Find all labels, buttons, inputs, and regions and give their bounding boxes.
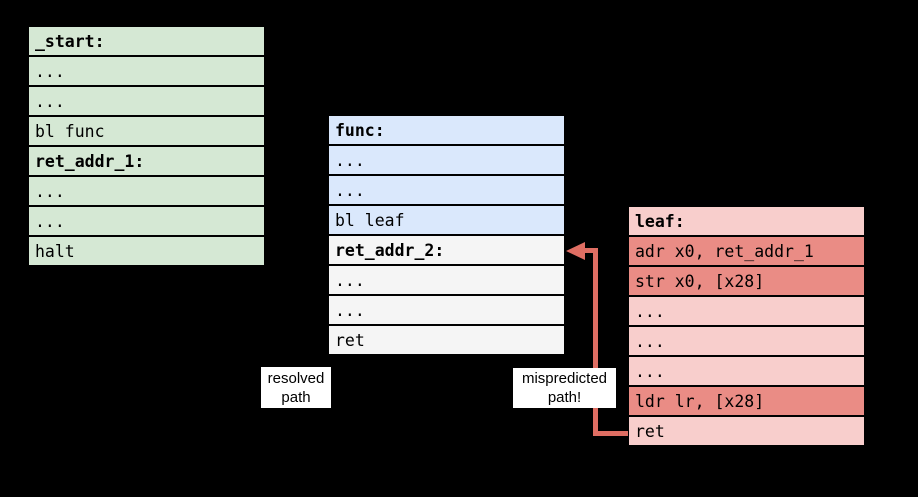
resolved-path-label-line2: path <box>281 388 311 406</box>
arrow-head-icon <box>566 242 585 260</box>
code-row: ... <box>328 265 565 295</box>
mispredicted-path-label-line1: mispredicted <box>521 370 608 387</box>
code-row: ... <box>28 86 265 116</box>
mispredicted-path-label-line2: path! <box>547 389 582 406</box>
code-row: bl func <box>28 116 265 146</box>
code-row: leaf: <box>628 206 865 236</box>
code-row: ret <box>628 416 865 446</box>
resolved-path-label-line1: resolved <box>267 369 325 387</box>
arrow-shaft-bottom <box>593 431 628 436</box>
code-row: ldr lr, [x28] <box>628 386 865 416</box>
code-row: ret <box>328 325 565 355</box>
code-row: str x0, [x28] <box>628 266 865 296</box>
arrow-shaft-top <box>583 248 598 253</box>
resolved-path-label: resolved path <box>261 367 331 408</box>
code-row: _start: <box>28 26 265 56</box>
code-row: ret_addr_1: <box>28 146 265 176</box>
code-row: ret_addr_2: <box>328 235 565 265</box>
code-row: adr x0, ret_addr_1 <box>628 236 865 266</box>
code-row: halt <box>28 236 265 266</box>
mispredicted-path-label: mispredicted path! <box>513 368 616 408</box>
arrow-shaft-vertical <box>593 248 598 436</box>
code-row: bl leaf <box>328 205 565 235</box>
code-row: func: <box>328 115 565 145</box>
code-row: ... <box>328 145 565 175</box>
code-row: ... <box>628 326 865 356</box>
code-row: ... <box>28 56 265 86</box>
code-row: ... <box>28 206 265 236</box>
code-row: ... <box>628 296 865 326</box>
code-row: ... <box>328 295 565 325</box>
code-row: ... <box>628 356 865 386</box>
code-row: ... <box>28 176 265 206</box>
code-row: ... <box>328 175 565 205</box>
